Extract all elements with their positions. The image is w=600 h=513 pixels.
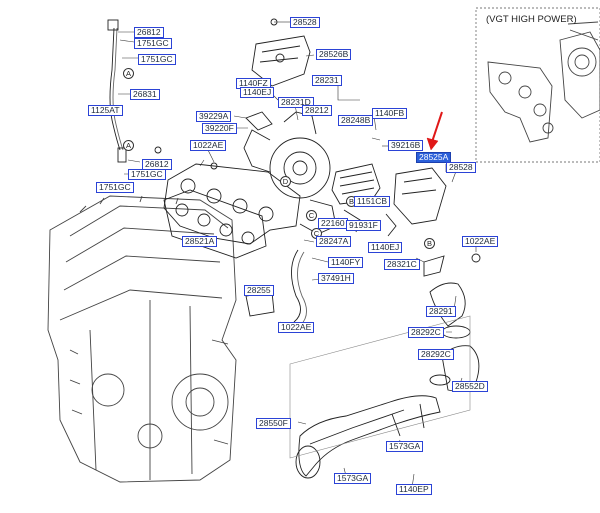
part-label-1751gc[interactable]: 1751GC (138, 54, 176, 65)
part-label-1022ae[interactable]: 1022AE (462, 236, 499, 247)
inset-frame (475, 7, 600, 163)
section-marker-a: A (123, 140, 134, 151)
intake-pipe-drawing (295, 395, 441, 479)
part-label-28321c[interactable]: 28321C (384, 259, 420, 270)
part-label-1151cb[interactable]: 1151CB (354, 196, 391, 207)
section-marker-a: A (123, 68, 134, 79)
turbocharger-drawing (243, 111, 337, 235)
part-label-28552d[interactable]: 28552D (452, 381, 488, 392)
part-label-28248b[interactable]: 28248B (338, 115, 374, 126)
part-label-28247a[interactable]: 28247A (316, 236, 352, 247)
part-label-28231[interactable]: 28231 (312, 75, 342, 86)
part-label-1140ej[interactable]: 1140EJ (240, 87, 275, 98)
part-label-1751gc[interactable]: 1751GC (96, 182, 134, 193)
part-label-22160[interactable]: 22160 (318, 218, 348, 229)
part-label-28550f[interactable]: 28550F (256, 418, 291, 429)
part-label-28292c[interactable]: 28292C (408, 327, 444, 338)
small-parts-drawing (154, 111, 481, 277)
part-label-1751gc[interactable]: 1751GC (128, 169, 166, 180)
section-marker-b: B (424, 238, 435, 249)
inset-manifold-drawing (487, 21, 600, 143)
part-label-28528[interactable]: 28528 (446, 162, 476, 173)
section-marker-d: D (280, 176, 291, 187)
part-label-28526b[interactable]: 28526B (316, 49, 352, 60)
inset-title: (VGT HIGH POWER) (486, 14, 577, 25)
part-label-26812[interactable]: 26812 (134, 27, 164, 38)
part-label-26831[interactable]: 26831 (130, 89, 160, 100)
part-label-28231d[interactable]: 28231D (278, 97, 314, 108)
part-label-28291[interactable]: 28291 (426, 306, 456, 317)
part-label-28255[interactable]: 28255 (244, 285, 274, 296)
part-label-1751gc[interactable]: 1751GC (134, 38, 172, 49)
leader-lines (110, 21, 477, 489)
part-label-1140ej[interactable]: 1140EJ (368, 242, 403, 253)
part-label-1140ep[interactable]: 1140EP (396, 484, 432, 495)
part-label-1140fy[interactable]: 1140FY (328, 257, 364, 268)
part-label-1125at[interactable]: 1125AT (88, 105, 123, 116)
heat-shield-drawing (251, 18, 311, 87)
part-label-37491h[interactable]: 37491H (318, 273, 354, 284)
turbo-shield-drawing (393, 167, 447, 225)
engine-block-drawing (47, 195, 237, 483)
part-label-39216b[interactable]: 39216B (388, 140, 424, 151)
manifold-gasket-drawing (163, 189, 267, 259)
highlight-arrow (426, 111, 443, 151)
part-label-1573ga[interactable]: 1573GA (386, 441, 424, 452)
part-label-91931f[interactable]: 91931F (346, 220, 381, 231)
part-label-28292c[interactable]: 28292C (418, 349, 454, 360)
sensor-wire-drawing (107, 19, 127, 163)
part-label-28212[interactable]: 28212 (302, 105, 332, 116)
part-label-1573ga[interactable]: 1573GA (334, 473, 372, 484)
part-label-28528[interactable]: 28528 (290, 17, 320, 28)
part-label-28525a[interactable]: 28525A (416, 152, 452, 163)
part-label-1022ae[interactable]: 1022AE (278, 322, 315, 333)
section-marker-c: C (306, 210, 317, 221)
part-label-1022ae[interactable]: 1022AE (190, 140, 227, 151)
part-label-1140fb[interactable]: 1140FB (372, 108, 408, 119)
part-label-28521a[interactable]: 28521A (182, 236, 218, 247)
part-label-39229a[interactable]: 39229A (196, 111, 232, 122)
part-label-39220f[interactable]: 39220F (202, 123, 237, 134)
